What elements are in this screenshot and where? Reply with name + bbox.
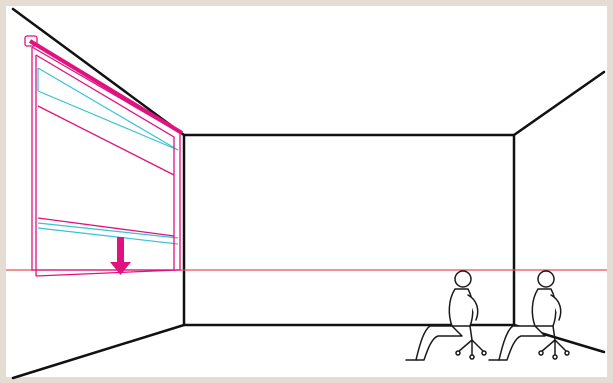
- screen-roller-bar: [28, 39, 184, 135]
- diagram-canvas: [6, 6, 607, 377]
- left-wall-top-edge: [11, 7, 186, 137]
- room-perspective: [11, 7, 606, 380]
- screen-roller-housing: [24, 35, 38, 47]
- seated-person-1: [405, 270, 487, 361]
- projection-screen: [24, 35, 184, 277]
- seated-person-2: [488, 270, 570, 361]
- screen-guides: [37, 67, 179, 245]
- back-wall: [182, 133, 516, 327]
- right-wall-top-edge: [512, 70, 606, 137]
- screen-outline: [31, 46, 181, 277]
- left-wall-bottom-edge: [11, 323, 186, 380]
- screen-pull-down-arrow: [110, 237, 131, 275]
